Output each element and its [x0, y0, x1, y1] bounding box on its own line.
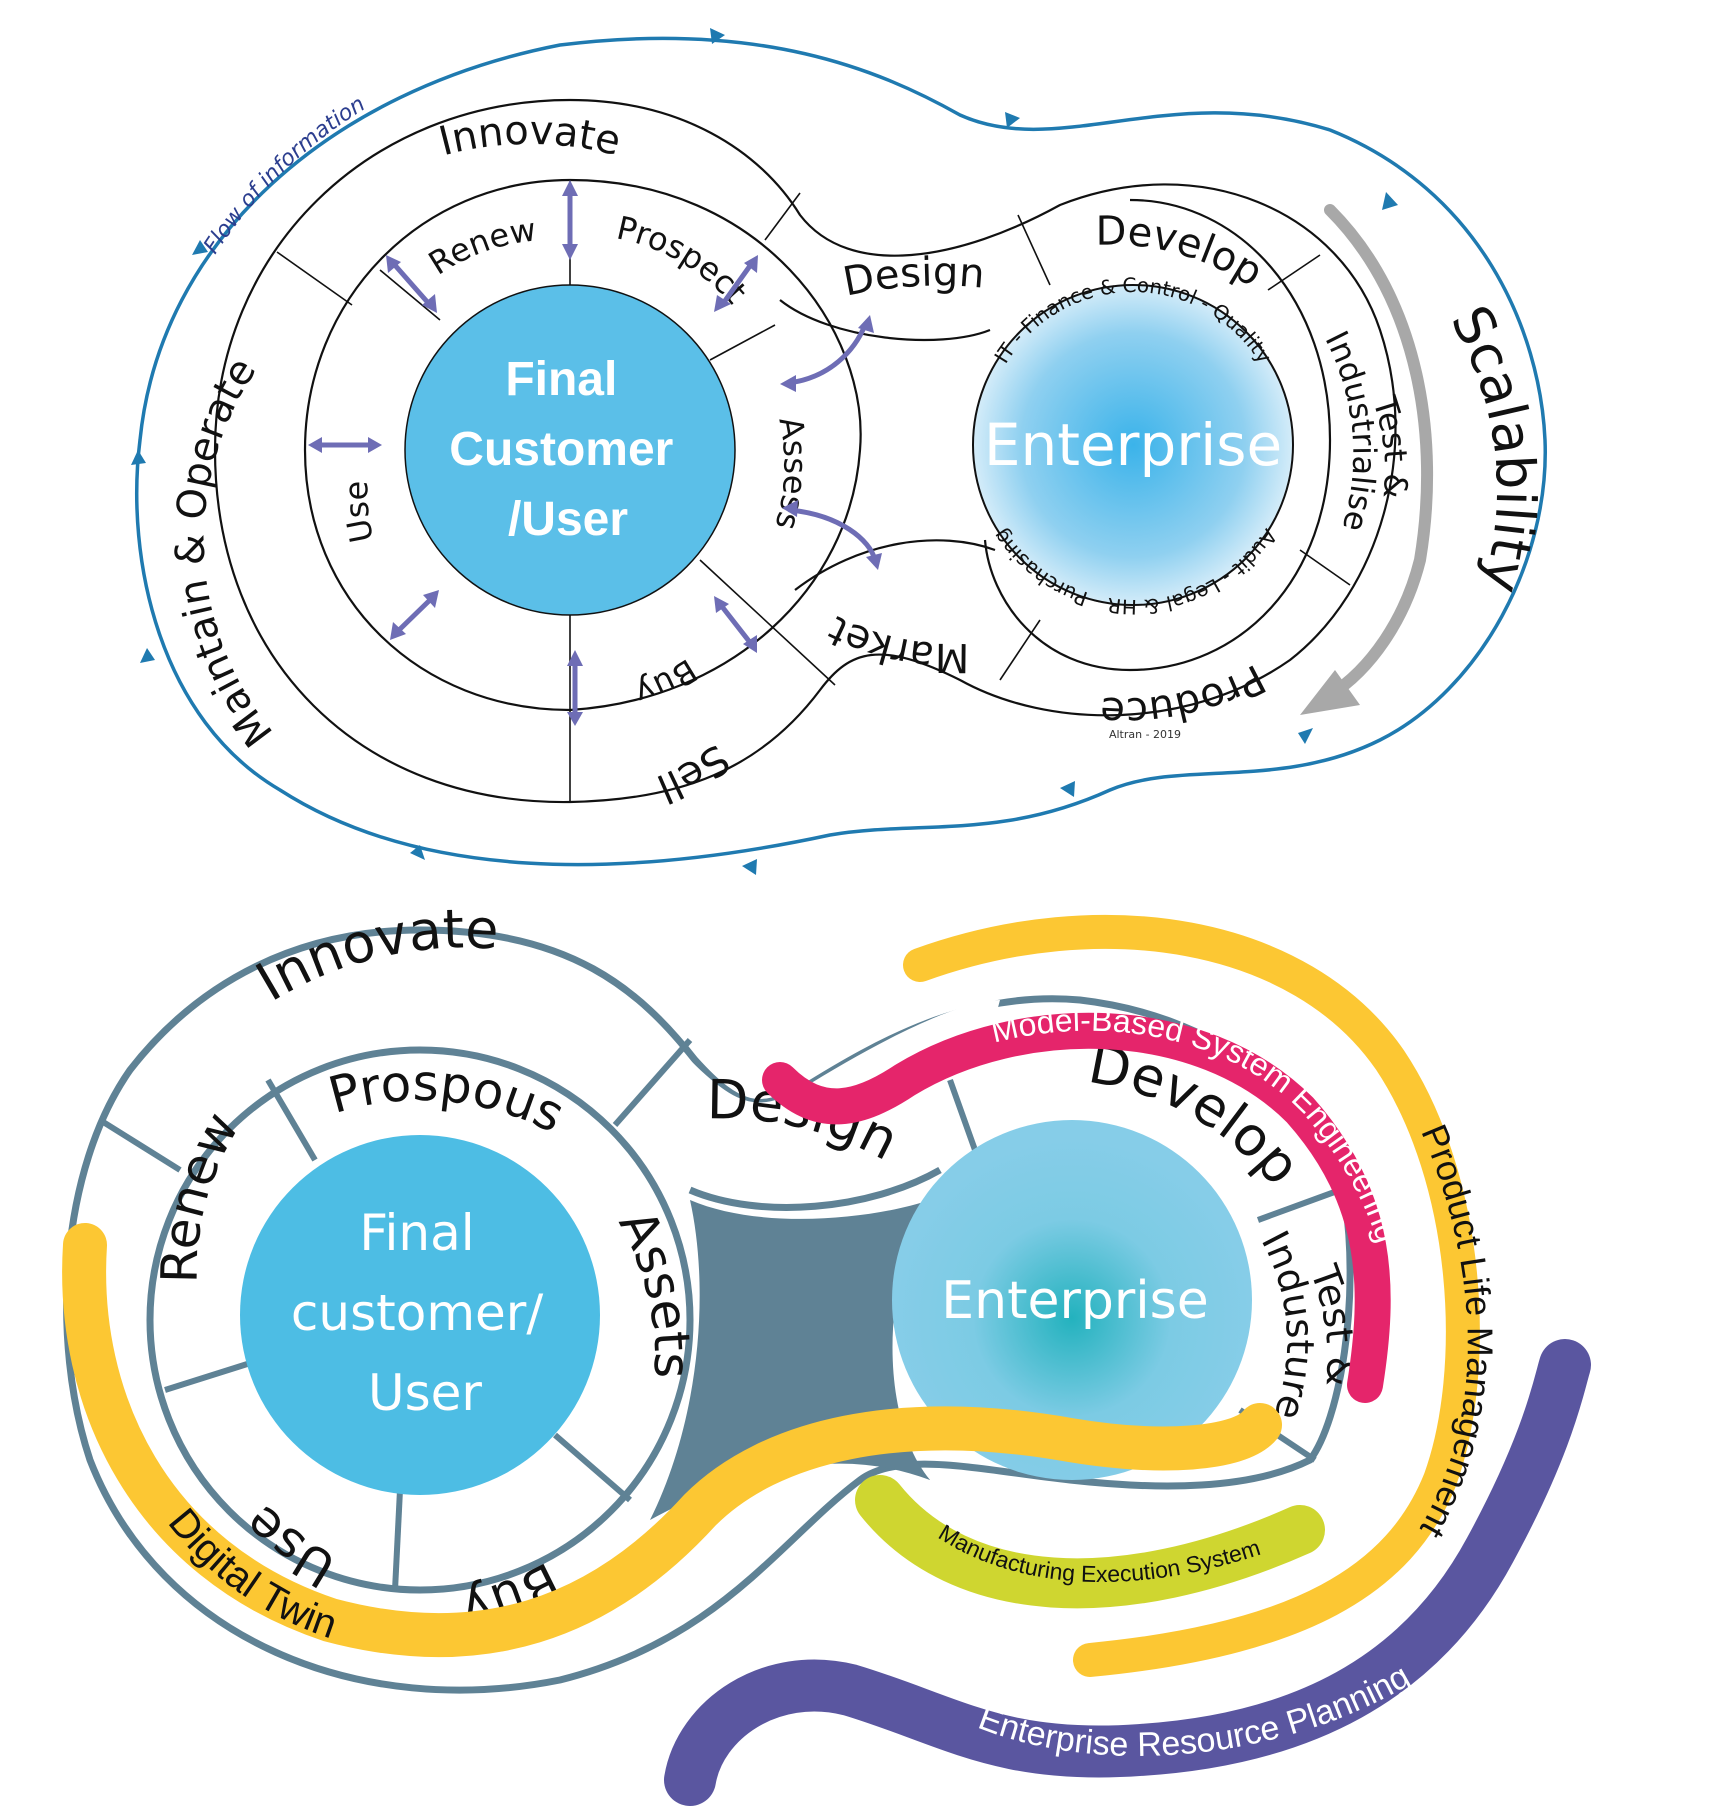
final-customer-circle-bottom	[240, 1135, 600, 1495]
mbse-band	[762, 1012, 1391, 1403]
segment-dividers	[276, 180, 1351, 802]
design-band-line	[688, 1166, 942, 1211]
arrow-maintain	[390, 590, 439, 640]
enterprise-ring-boundary	[983, 198, 1332, 672]
segment-dividers-bottom	[98, 1038, 1342, 1591]
market-band-inner	[794, 539, 996, 591]
arrow-prospect	[714, 255, 758, 312]
arrow-innovate-prospect	[562, 180, 578, 260]
top-diagram: Flow of information Final C	[131, 28, 1547, 875]
scalability-arrowhead	[1300, 670, 1360, 715]
arrow-design-assess	[780, 315, 874, 392]
final-customer-label-bottom: Final customer/ User	[291, 1204, 559, 1422]
final-customer-circle	[404, 284, 736, 616]
bottom-diagram: Final customer/ User Enterprise Innovate…	[62, 897, 1591, 1806]
label-use: Use	[337, 481, 381, 546]
enterprise-label: Enterprise	[984, 411, 1282, 479]
erp-band	[664, 1339, 1591, 1806]
flow-direction-arrowheads	[131, 28, 1398, 875]
mes-band	[855, 1475, 1325, 1609]
enterprise-circle	[972, 284, 1294, 606]
scalability-label: Scalability	[1439, 295, 1548, 599]
scalability-arrow	[1324, 204, 1434, 701]
final-customer-label: Final Customer /User	[449, 353, 686, 546]
design-band-inner	[779, 299, 991, 342]
outer-ring-boundary	[213, 98, 1397, 804]
enterprise-circle-bottom	[892, 1120, 1252, 1480]
credit-label: Altran - 2019	[1109, 728, 1181, 741]
digital-twin-band	[62, 1223, 1282, 1658]
plm-band	[903, 914, 1480, 1677]
arrow-renew	[386, 255, 437, 313]
arrow-buy	[714, 596, 757, 653]
arrow-use	[308, 437, 382, 453]
interaction-arrows	[308, 180, 882, 726]
arrow-market-assess	[782, 500, 882, 570]
enterprise-label-bottom: Enterprise	[941, 1271, 1209, 1331]
arrow-sell	[567, 650, 583, 726]
flow-of-information-loop	[134, 36, 1547, 867]
